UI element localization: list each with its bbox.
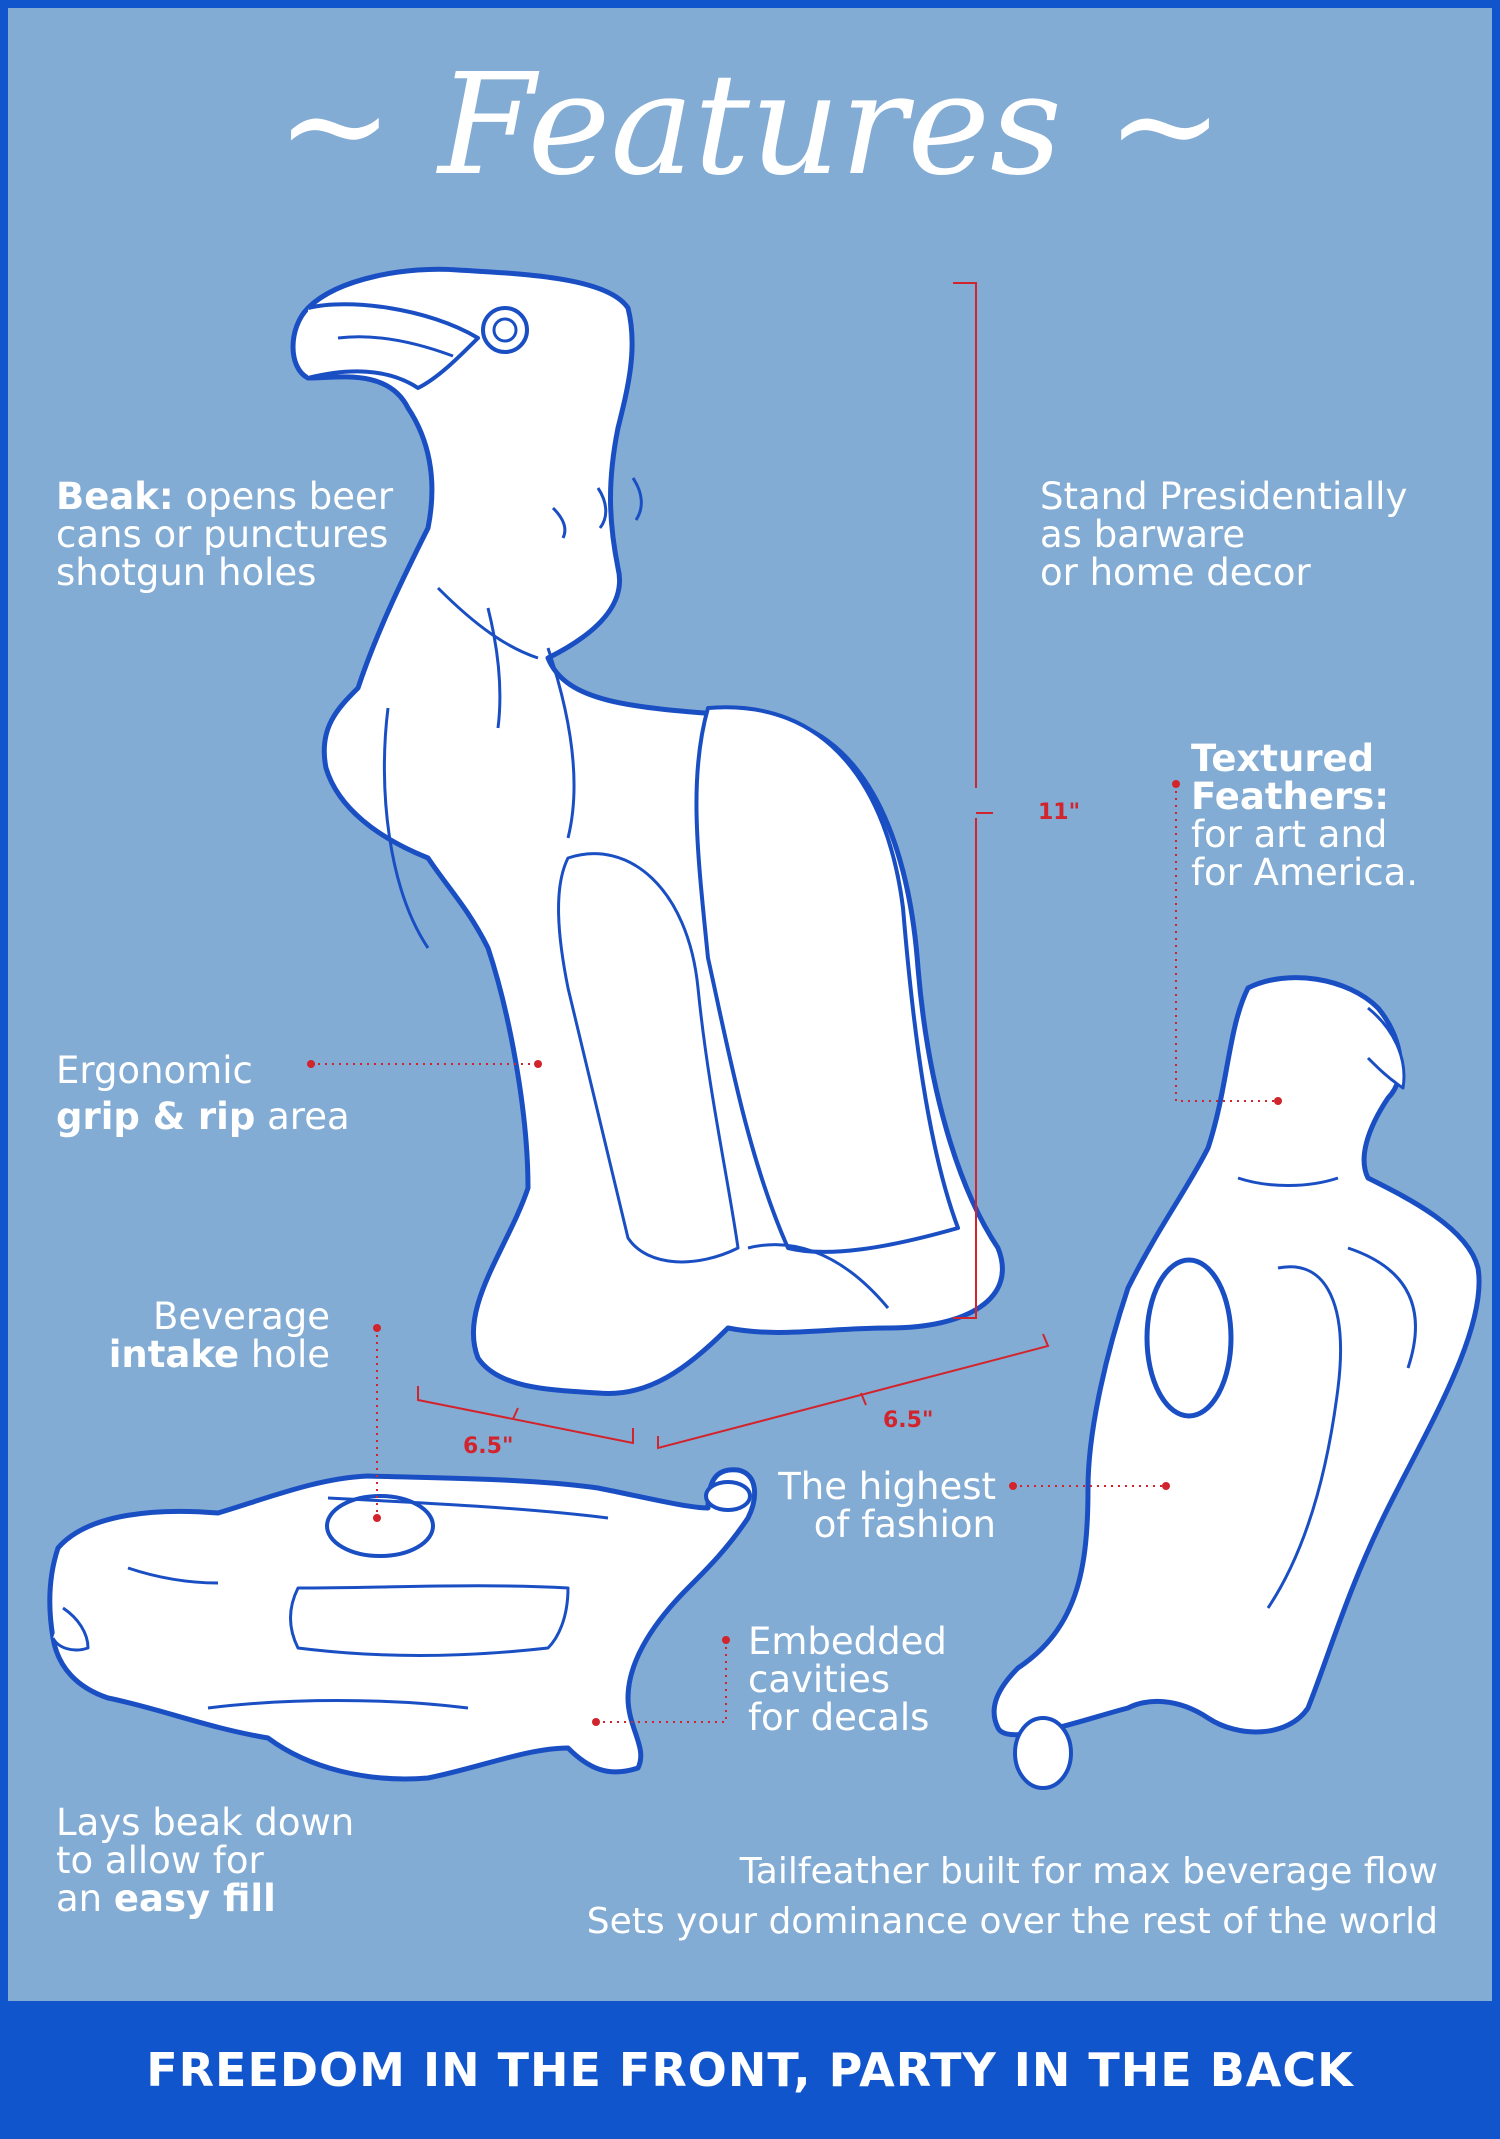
beak-label-line2: cans or punctures bbox=[56, 513, 389, 556]
eagle-lying-illustration bbox=[47, 1467, 758, 1782]
lays-label-prefix: an bbox=[56, 1877, 114, 1920]
tail-label-line2: Sets your dominance over the rest of the… bbox=[586, 1901, 1438, 1942]
grip-label: Ergonomic grip & rip area bbox=[56, 1048, 350, 1140]
fashion-label-line1: The highest bbox=[778, 1465, 996, 1508]
page-title: ~ Features ~ bbox=[276, 44, 1224, 207]
depth-dimension-label: 6.5" bbox=[463, 1434, 514, 1459]
eagle-back-illustration bbox=[991, 975, 1482, 1790]
beak-label-line3: shotgun holes bbox=[56, 551, 317, 594]
tail-label: Tailfeather built for max beverage flow … bbox=[448, 1847, 1438, 1947]
beak-label: Beak: opens beer cans or punctures shotg… bbox=[56, 478, 393, 592]
fashion-label: The highest of fashion bbox=[708, 1468, 996, 1544]
cavities-label: Embedded cavities for decals bbox=[748, 1623, 947, 1737]
beak-label-text: opens beer bbox=[173, 475, 394, 518]
footer-banner-text: FREEDOM IN THE FRONT, PARTY IN THE BACK bbox=[146, 2043, 1354, 2097]
lays-label-bold: easy fill bbox=[113, 1877, 276, 1920]
leader-dots bbox=[307, 780, 1282, 1726]
artwork bbox=[47, 266, 1482, 1790]
intake-label-line1: Beverage bbox=[153, 1295, 330, 1338]
features-page: ~ Features ~ bbox=[8, 8, 1492, 2001]
width-dimension-label: 6.5" bbox=[883, 1408, 934, 1433]
feathers-label-line4: for America. bbox=[1191, 851, 1419, 894]
lays-label-line2: to allow for bbox=[56, 1839, 264, 1882]
feathers-label: Textured Feathers: for art and for Ameri… bbox=[1191, 740, 1418, 892]
dimension-lines bbox=[417, 282, 1050, 1450]
footer-banner: FREEDOM IN THE FRONT, PARTY IN THE BACK bbox=[0, 2001, 1500, 2139]
feathers-label-bold2: Feathers: bbox=[1191, 775, 1390, 818]
feathers-label-line3: for art and bbox=[1191, 813, 1388, 856]
fashion-label-line2: of fashion bbox=[813, 1503, 996, 1546]
intake-label-bold: intake bbox=[108, 1333, 240, 1376]
cavities-label-line1: Embedded bbox=[748, 1620, 947, 1663]
stand-label: Stand Presidentially as barware or home … bbox=[1040, 478, 1407, 592]
tail-label-line1: Tailfeather built for max beverage flow bbox=[739, 1851, 1438, 1892]
stand-label-line1: Stand Presidentially bbox=[1040, 475, 1408, 518]
grip-label-bold: grip & rip bbox=[56, 1095, 256, 1138]
lays-label-line1: Lays beak down bbox=[56, 1801, 355, 1844]
grip-label-line1: Ergonomic bbox=[56, 1049, 253, 1092]
leader-lines bbox=[311, 784, 1278, 1723]
intake-label: Beverage intake hole bbox=[68, 1298, 330, 1374]
grip-label-rest: area bbox=[255, 1095, 350, 1138]
lays-label: Lays beak down to allow for an easy fill bbox=[56, 1804, 354, 1918]
cavities-label-line3: for decals bbox=[748, 1696, 930, 1739]
feathers-label-bold1: Textured bbox=[1191, 737, 1375, 780]
intake-label-rest: hole bbox=[239, 1333, 330, 1376]
cavities-label-line2: cavities bbox=[748, 1658, 891, 1701]
beak-label-bold: Beak: bbox=[56, 475, 174, 518]
stand-label-line2: as barware bbox=[1040, 513, 1246, 556]
stand-label-line3: or home decor bbox=[1040, 551, 1311, 594]
height-dimension-label: 11" bbox=[1038, 800, 1081, 825]
eagle-standing-illustration bbox=[290, 266, 1005, 1397]
